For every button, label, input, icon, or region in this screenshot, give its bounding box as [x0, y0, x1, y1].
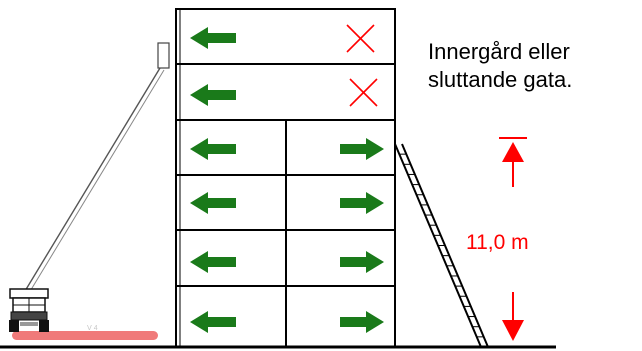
escape-arrow-icon — [190, 251, 236, 273]
setup-area-zone — [12, 331, 158, 340]
aerial-ladder-truck-icon — [9, 288, 49, 332]
escape-arrow-icon — [190, 138, 236, 160]
portable-ladder-icon — [394, 143, 489, 348]
building — [175, 8, 396, 348]
setup-area-faint-text: Ⅴ 4 — [87, 325, 98, 332]
caption-line-2: sluttande gata. — [428, 67, 573, 92]
caption-line-1: Innergård eller — [428, 39, 570, 64]
blocked-crosses — [346, 24, 378, 107]
escape-arrow-icon — [190, 27, 236, 49]
dimension-arrow-down — [502, 320, 524, 341]
aerial-ladder — [21, 42, 170, 299]
escape-arrow-icon — [340, 138, 384, 160]
escape-arrow-icon — [190, 311, 236, 333]
escape-arrow-icon — [340, 192, 384, 214]
right-escape-arrows — [340, 138, 384, 333]
escape-arrow-icon — [340, 251, 384, 273]
dimension-arrow-up — [502, 142, 524, 162]
caption: Innergård eller sluttande gata. — [428, 38, 572, 94]
left-escape-arrows — [190, 27, 236, 333]
blocked-cross-icon — [346, 24, 375, 53]
escape-arrow-icon — [190, 84, 236, 106]
escape-arrow-icon — [190, 192, 236, 214]
ladder-basket — [157, 42, 170, 69]
blocked-cross-icon — [349, 78, 378, 107]
height-dimension — [499, 137, 527, 341]
height-label: 11,0 m — [466, 231, 529, 254]
escape-arrow-icon — [340, 311, 384, 333]
